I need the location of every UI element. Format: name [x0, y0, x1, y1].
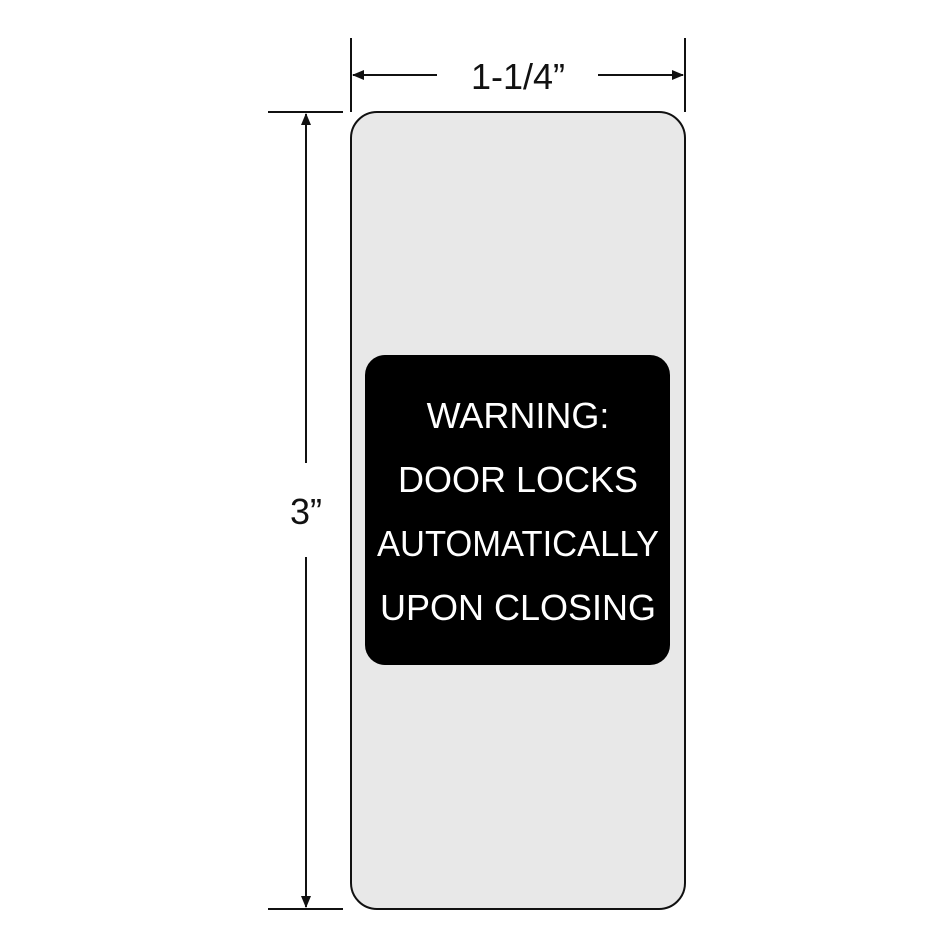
warning-line-1: WARNING: — [427, 395, 610, 436]
width-dimension: 1-1/4” — [350, 38, 686, 112]
warning-line-3: AUTOMATICALLY — [377, 523, 659, 564]
warning-text: WARNING: DOOR LOCKS AUTOMATICALLY UPON C… — [377, 395, 659, 628]
warning-line-4: UPON CLOSING — [380, 587, 656, 628]
height-dimension: 3” — [268, 111, 343, 910]
width-label: 1-1/4” — [471, 56, 565, 97]
warning-panel — [365, 355, 670, 665]
warning-line-2: DOOR LOCKS — [398, 459, 638, 500]
height-label: 3” — [290, 491, 322, 532]
